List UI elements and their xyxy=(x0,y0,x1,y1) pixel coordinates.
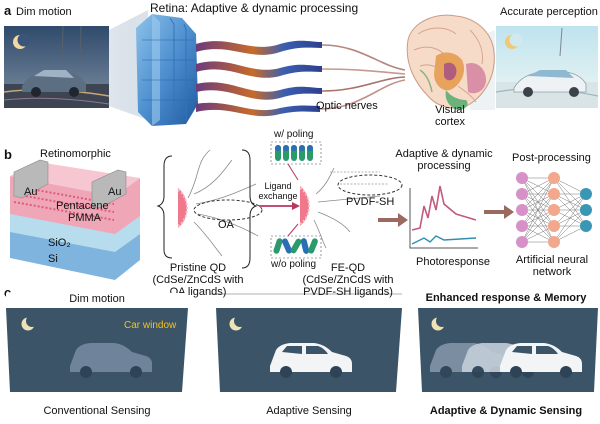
ann-node xyxy=(580,188,592,200)
optic-nerve-lines xyxy=(319,44,406,110)
pentacene-label: Pentacene xyxy=(56,200,109,212)
pvdf-sh-highlight xyxy=(337,174,403,196)
ann-node xyxy=(516,172,528,184)
ann-node xyxy=(548,172,560,184)
ann-node xyxy=(548,236,560,248)
ann-connection xyxy=(521,177,555,227)
dim-motion-caption: Dim motion xyxy=(6,293,188,306)
device-stack xyxy=(10,159,140,280)
au-right-label: Au xyxy=(108,186,122,198)
photoresponse-curve-blue xyxy=(411,235,477,245)
feqd-brace-left xyxy=(241,149,258,269)
car-icon xyxy=(70,343,152,378)
pristine-brace xyxy=(156,155,173,259)
visual-cortex-label: Visual cortex xyxy=(435,104,465,129)
ann-node xyxy=(548,220,560,232)
pvdf-sh-label: PVDF-SH xyxy=(346,196,395,208)
ligand-exchange-label: Ligand exchange xyxy=(258,181,298,201)
ann-node xyxy=(516,188,528,200)
conventional-sensing-label: Conventional Sensing xyxy=(43,405,151,417)
pmma-label: PMMA xyxy=(68,212,101,224)
ann-connection xyxy=(521,177,555,243)
car-window-label: Car window xyxy=(124,320,177,331)
ann-node xyxy=(580,220,592,232)
sio2-label: SiO₂ xyxy=(48,237,71,249)
window-adaptive xyxy=(216,308,402,392)
accurate-perception-photo xyxy=(495,26,599,108)
si-label: Si xyxy=(48,253,58,265)
poled-dipoles xyxy=(270,141,322,165)
pristine-qd xyxy=(177,149,263,257)
retinomorphic-label: Retinomorphic xyxy=(40,148,111,160)
panel-label-a: a xyxy=(4,3,12,18)
post-processing-label: Post-processing xyxy=(512,152,591,164)
ann-connection xyxy=(553,193,587,227)
ann-connection xyxy=(521,209,555,243)
photoresponse-curve-pink xyxy=(411,185,477,231)
adaptive-processing-label: Adaptive & dynamic processing xyxy=(395,148,493,173)
accurate-perception-label: Accurate perception xyxy=(500,6,598,18)
photoresponse-label: Photoresponse xyxy=(416,256,490,268)
photoresponse-plot xyxy=(409,185,478,249)
window-adaptive-dynamic xyxy=(418,308,598,392)
ann-node xyxy=(516,236,528,248)
car-icon xyxy=(270,343,352,378)
ann-node xyxy=(580,204,592,216)
photoreceptor-strands xyxy=(196,40,322,117)
ann-connection xyxy=(521,193,555,243)
oa-ligand-highlight xyxy=(193,199,263,221)
panel-label-b: b xyxy=(4,147,12,162)
ann-node xyxy=(516,220,528,232)
brain-illustration xyxy=(406,14,495,110)
ann-node xyxy=(516,204,528,216)
ann-node xyxy=(548,188,560,200)
window-conventional xyxy=(6,308,188,392)
ann-connection xyxy=(553,193,587,243)
dim-motion-label: Dim motion xyxy=(16,6,72,18)
unpoled-dipoles xyxy=(270,235,322,259)
dim-motion-photo xyxy=(3,25,110,108)
adaptive-sensing-label: Adaptive Sensing xyxy=(266,405,352,417)
oa-label: OA xyxy=(218,219,234,231)
ann-node xyxy=(548,204,560,216)
ann-connection xyxy=(521,177,555,211)
retina-structure xyxy=(136,14,198,126)
adaptive-dynamic-sensing-label: Adaptive & Dynamic Sensing xyxy=(429,405,583,417)
optic-nerves-label: Optic nerves xyxy=(316,100,378,112)
neural-network xyxy=(516,172,592,248)
wo-poling-label: w/o poling xyxy=(271,259,317,270)
retina-title: Retina: Adaptive & dynamic processing xyxy=(150,1,359,15)
w-poling-label: w/ poling xyxy=(274,129,314,140)
au-left-label: Au xyxy=(24,186,38,198)
fe-qd xyxy=(287,163,403,249)
fe-qd-label: FE-QD (CdSe/ZnCdS with PVDF-SH ligands) xyxy=(302,262,394,299)
ann-label: Artificial neural network xyxy=(515,254,589,279)
ann-connection xyxy=(553,209,587,243)
car-icon xyxy=(500,343,582,378)
panel-label-c: c xyxy=(4,285,11,300)
enhanced-response-label: Enhanced response & Memory xyxy=(414,292,598,305)
